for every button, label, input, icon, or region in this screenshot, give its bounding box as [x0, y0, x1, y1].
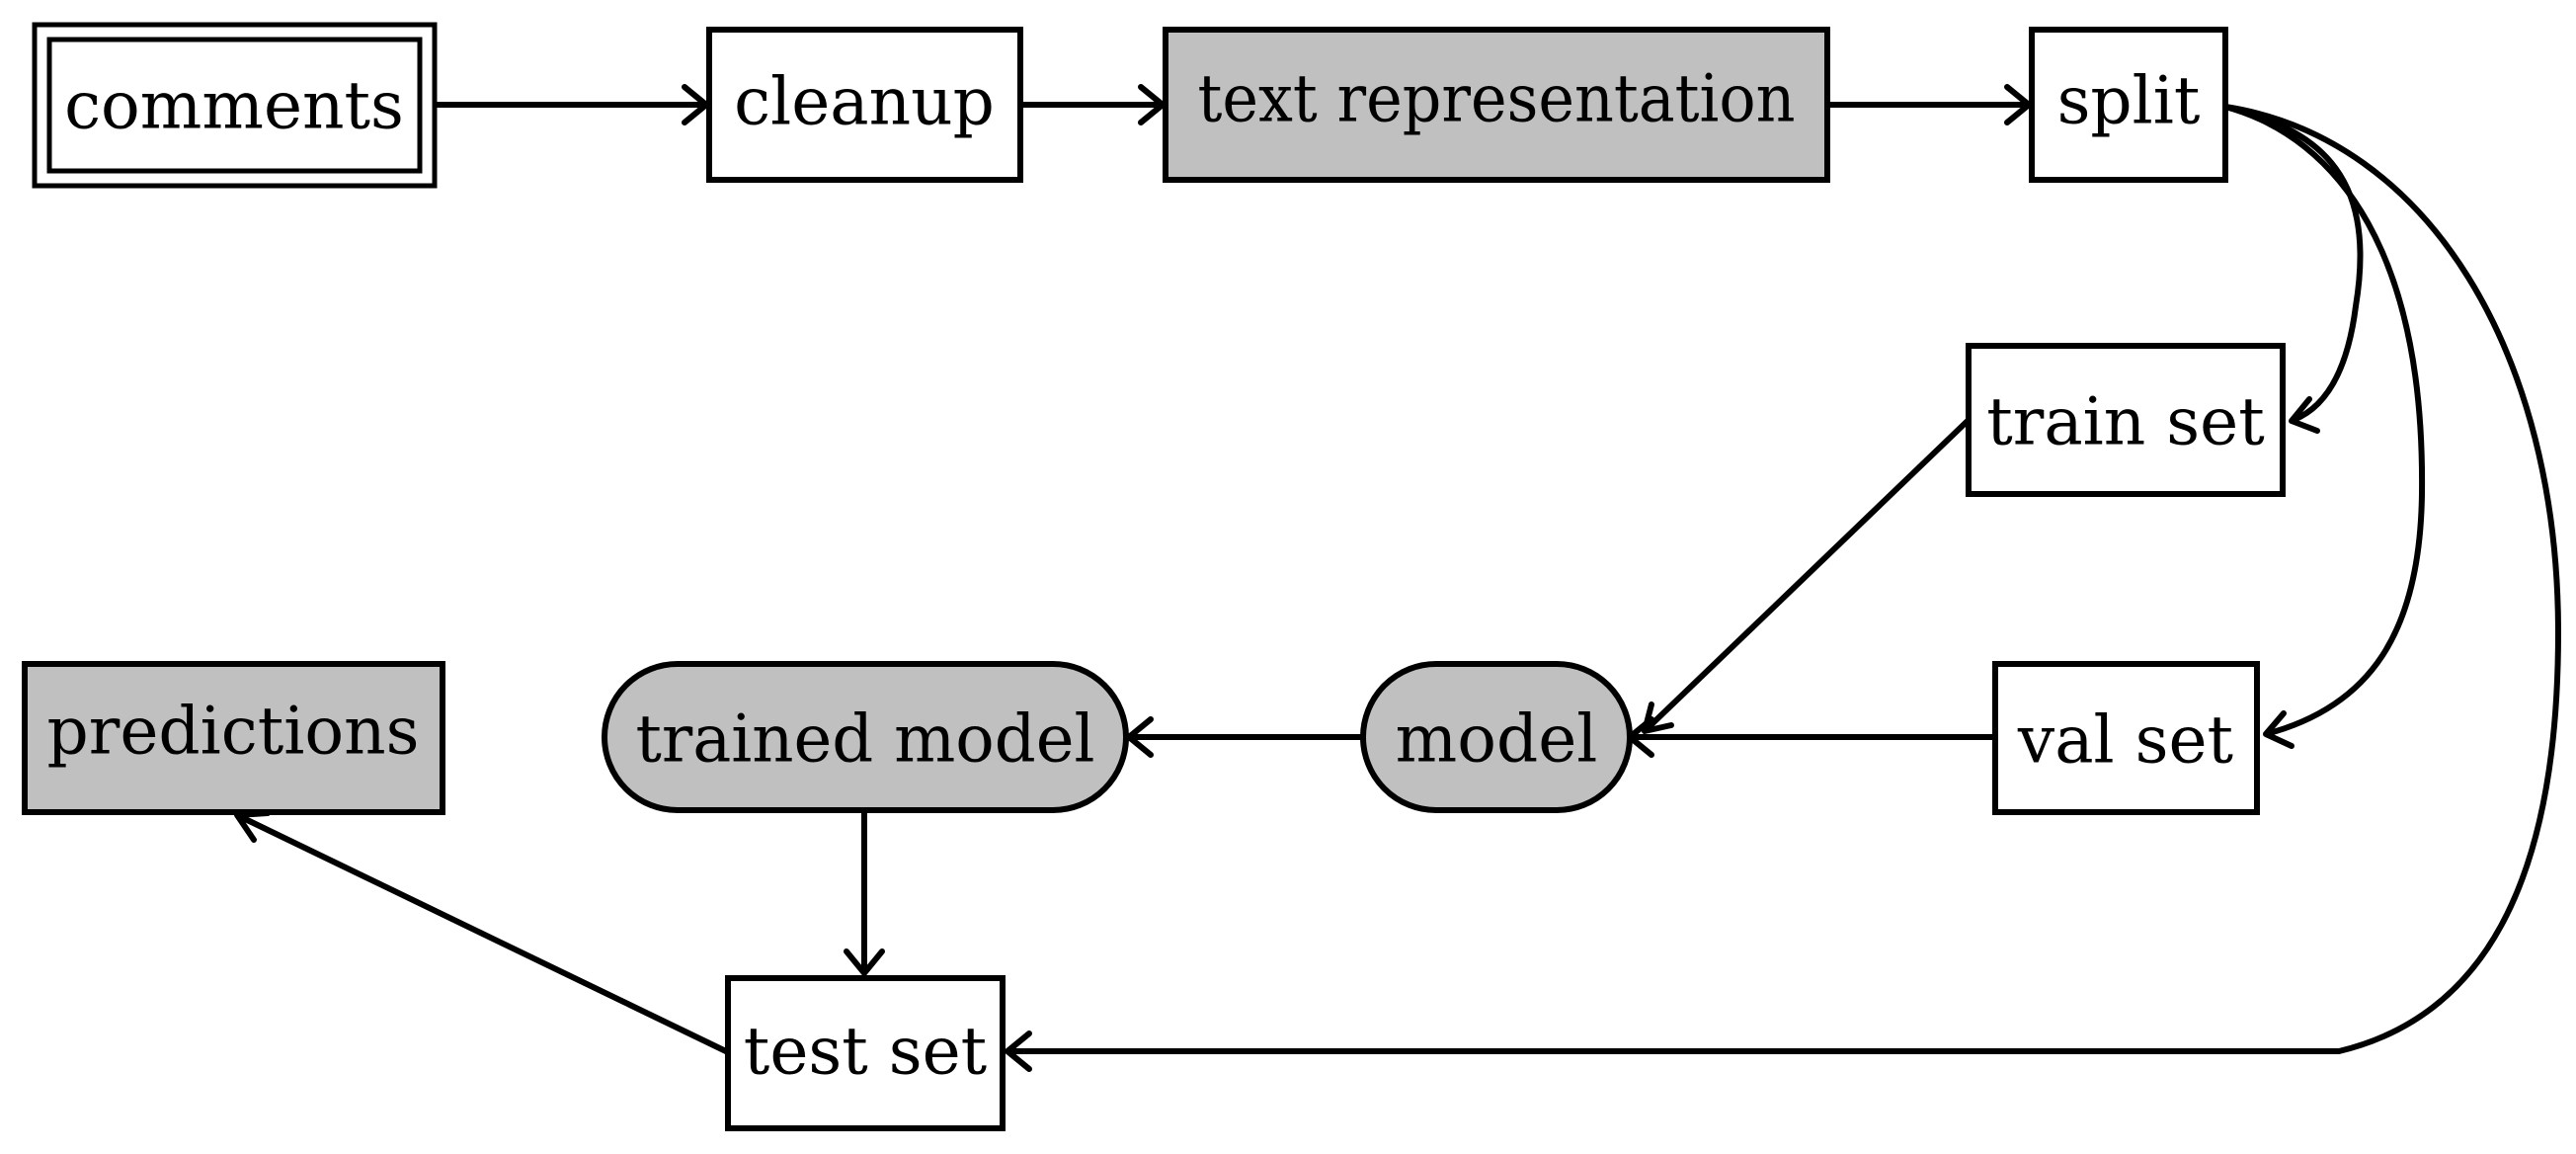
node-model-label: model	[1396, 701, 1598, 778]
edge-train-set-model	[1642, 417, 1972, 734]
edge-text-representation-split	[1827, 84, 2032, 125]
node-split: split	[2029, 27, 2228, 183]
edge-trained-model-test-set	[844, 810, 885, 976]
node-cleanup-label: cleanup	[734, 64, 995, 140]
node-comments-label: comments	[64, 68, 404, 144]
edge-val-set-model	[1627, 716, 1995, 758]
node-model: model	[1360, 661, 1633, 813]
edge-model-trained-model	[1126, 716, 1363, 758]
node-test-set-label: test set	[744, 1014, 987, 1090]
nodes: comments cleanup text representation spl…	[22, 22, 2286, 1131]
edge-test-set-predictions	[234, 810, 730, 1055]
edges	[234, 84, 2562, 1072]
node-comments: comments	[32, 22, 438, 189]
edge-split-train-set	[2224, 104, 2364, 434]
node-test-set: test set	[725, 975, 1006, 1131]
edge-split-val-set	[2224, 104, 2426, 749]
edge-comments-cleanup	[435, 84, 709, 125]
node-val-set: val set	[1992, 661, 2260, 815]
edge-cleanup-text-representation	[1020, 84, 1166, 125]
node-val-set-label: val set	[2017, 702, 2233, 779]
node-text-representation: text representation	[1163, 27, 1830, 183]
node-text-representation-label: text representation	[1198, 61, 1796, 137]
node-predictions-label: predictions	[47, 694, 420, 770]
edge-split-test-set	[1005, 104, 2562, 1072]
node-cleanup: cleanup	[706, 27, 1023, 183]
node-train-set-label: train set	[1986, 384, 2264, 460]
node-split-label: split	[2057, 63, 2201, 139]
node-trained-model-label: trained model	[636, 701, 1095, 778]
node-train-set: train set	[1966, 343, 2286, 497]
node-predictions: predictions	[22, 661, 445, 815]
node-trained-model: trained model	[602, 661, 1129, 813]
